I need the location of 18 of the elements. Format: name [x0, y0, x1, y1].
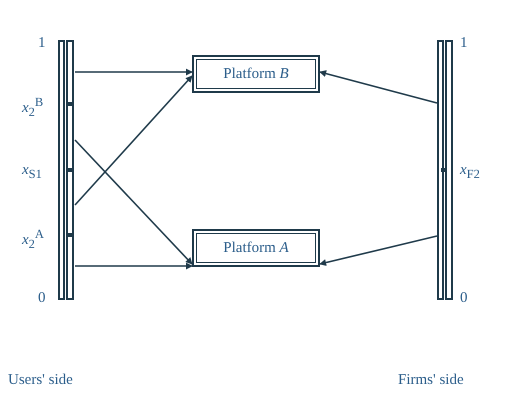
- scale-label: 0: [460, 291, 468, 306]
- scale-label: 0: [38, 291, 46, 306]
- scale-label: x$_{F2}$: [460, 163, 480, 180]
- scale-label: x$_{S1}$: [22, 163, 42, 180]
- scale-bar: [437, 40, 454, 300]
- side-label: Firms' side: [398, 373, 464, 388]
- arrow: [319, 70, 438, 104]
- arrow: [319, 235, 438, 266]
- scale-label: 1: [460, 36, 468, 51]
- platform-box: Platform B: [192, 55, 320, 93]
- side-label: Users' side: [8, 373, 73, 388]
- scale-bar: [58, 40, 75, 300]
- platform-box: Platform A: [192, 229, 320, 267]
- arrow: [74, 75, 193, 206]
- arrow: [75, 262, 193, 270]
- arrow: [75, 68, 193, 76]
- arrow: [74, 139, 193, 265]
- scale-label: 1: [38, 36, 46, 51]
